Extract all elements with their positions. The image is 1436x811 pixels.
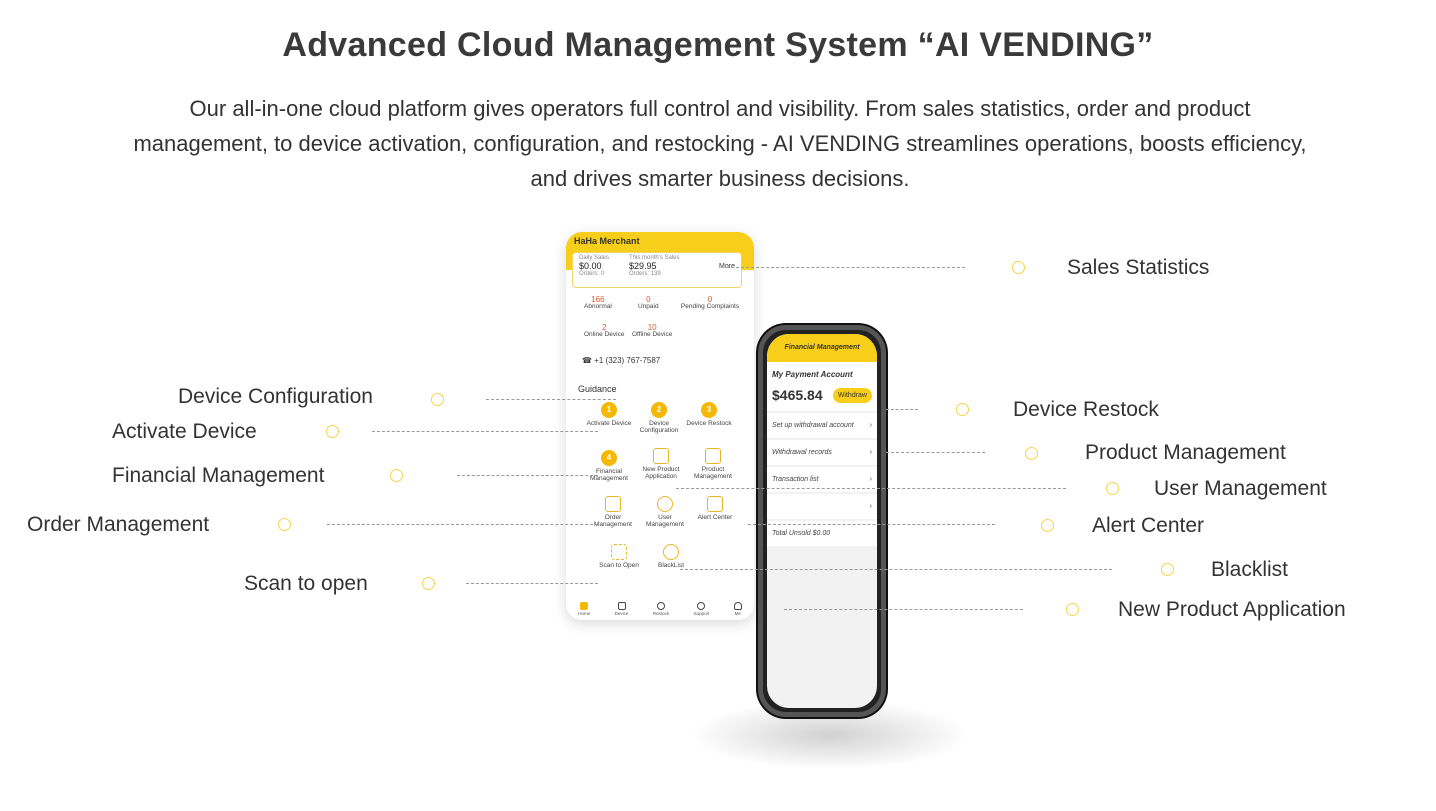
callout-line [784,609,1023,610]
callout-line [466,583,598,584]
callout-dot [422,577,435,590]
bottom-nav: Home Device Restock Support Me [566,602,754,616]
feature-alert-center: Alert Center [1092,514,1205,537]
callout-dot [956,403,969,416]
list-item[interactable]: Set up withdrawal account› [767,413,877,438]
grid-user-management[interactable]: User Management [640,496,690,528]
list-item: Total Unsold $0.00 [767,521,877,546]
financial-header: Financial Management [767,334,877,362]
list-item[interactable]: Transaction list› [767,467,877,492]
grid-product-management[interactable]: Product Management [688,448,738,480]
feature-new-product-application: New Product Application [1118,598,1346,621]
feature-scan-to-open: Scan to open [244,572,368,595]
callout-line [676,488,1066,489]
grid-new-product-application[interactable]: New Product Application [636,448,686,480]
list-item[interactable]: › [767,494,877,519]
callout-dot [390,469,403,482]
callout-dot [1106,482,1119,495]
feature-activate-device: Activate Device [112,420,257,443]
callout-line [680,569,1112,570]
callout-dot [1041,519,1054,532]
nav-me[interactable]: Me [733,602,742,616]
financial-phone: Financial Management My Payment Account … [758,325,886,717]
guidance-heading: Guidance [578,384,617,394]
callout-line [886,409,918,410]
list-item[interactable]: Withdrawal records› [767,440,877,465]
callout-line [486,399,616,400]
grid-scan-to-open[interactable]: Scan to Open [596,544,642,569]
callout-dot [431,393,444,406]
account-amount: $465.84 [772,387,823,403]
feature-financial-management: Financial Management [112,464,325,487]
nav-device[interactable]: Device [615,602,628,616]
callout-line [886,452,985,453]
nav-home[interactable]: Home [578,602,590,616]
feature-user-management: User Management [1154,477,1327,500]
callout-dot [1012,261,1025,274]
grid-order-management[interactable]: Order Management [588,496,638,528]
feature-sales-statistics: Sales Statistics [1067,256,1210,279]
callout-dot [1066,603,1079,616]
callout-dot [278,518,291,531]
nav-support[interactable]: Support [694,602,709,616]
callout-line [748,524,995,525]
callout-line [327,524,598,525]
feature-device-configuration: Device Configuration [178,385,373,408]
account-title: My Payment Account [772,370,853,379]
page-title: Advanced Cloud Management System “AI VEN… [282,26,1154,64]
grid-alert-center[interactable]: Alert Center [692,496,738,521]
callout-line [457,475,598,476]
page-description: Our all-in-one cloud platform gives oper… [133,96,1307,191]
withdraw-button[interactable]: Withdraw [832,387,872,403]
feature-order-management: Order Management [27,513,210,536]
callout-dot [326,425,339,438]
more-button[interactable]: More [719,263,735,270]
callout-dot [1025,447,1038,460]
grid-blacklist[interactable]: BlackList [648,544,694,569]
feature-device-restock: Device Restock [1013,398,1159,421]
feature-blacklist: Blacklist [1211,558,1289,581]
callout-line [372,431,598,432]
feature-product-management: Product Management [1085,441,1286,464]
contact-phone: ☎ +1 (323) 767-7587 [582,356,661,365]
callout-dot [1161,563,1174,576]
callout-line [726,267,965,268]
nav-restock[interactable]: Restock [653,602,669,616]
